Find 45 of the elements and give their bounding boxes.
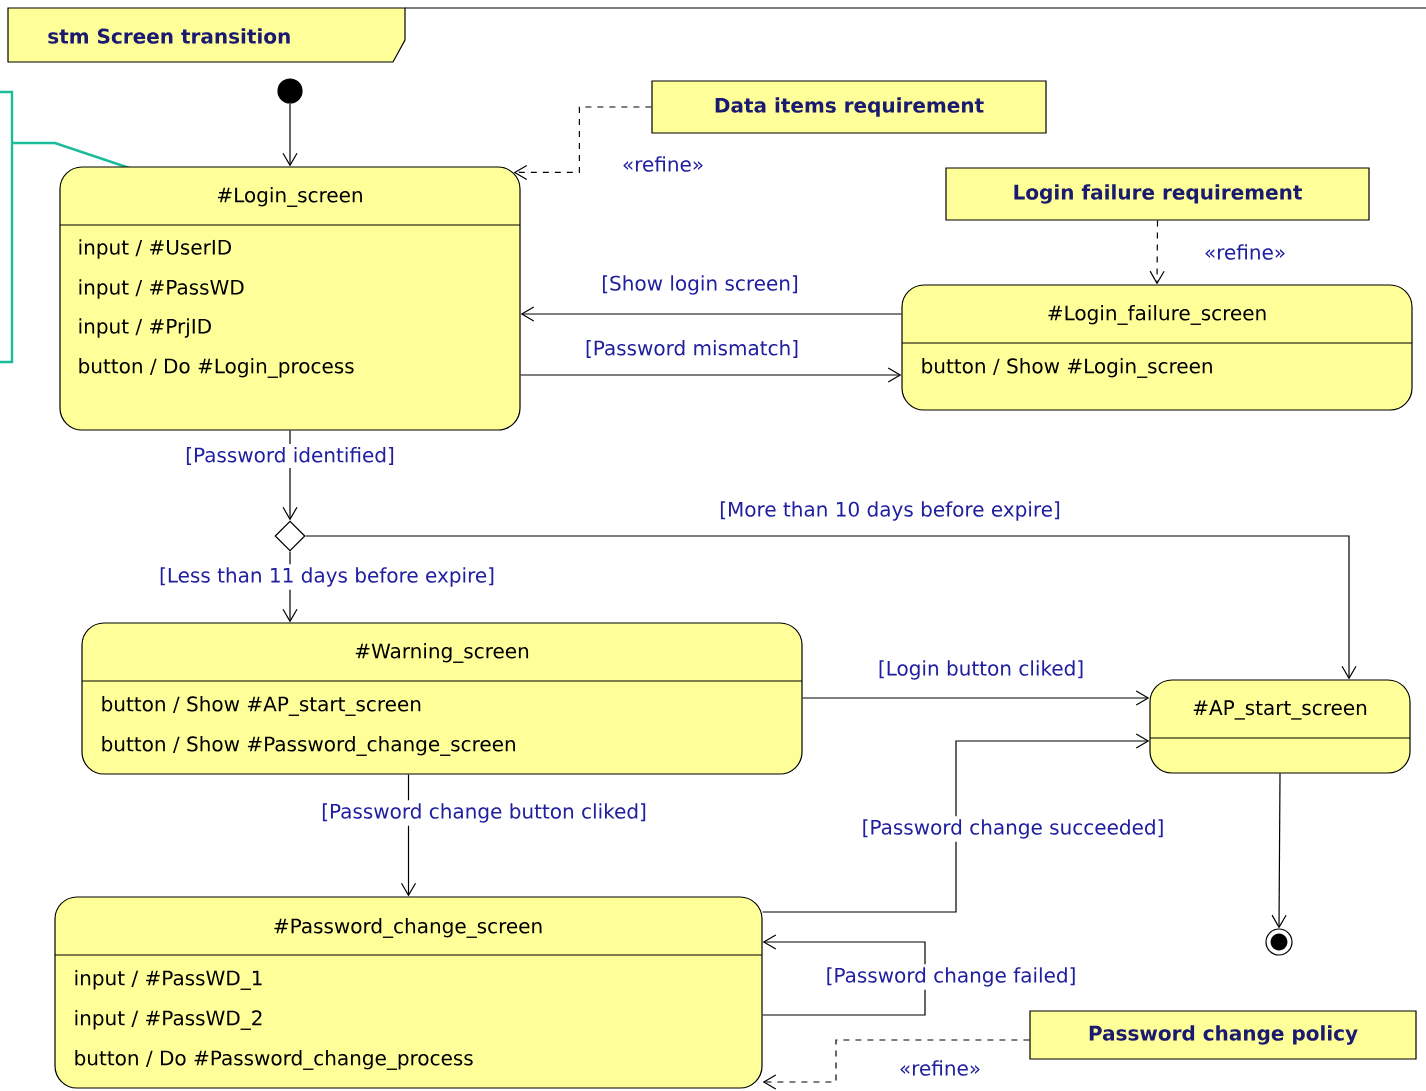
edge-label: [Password identified] <box>182 444 398 468</box>
activity-text: button / Do #Password_change_process <box>75 1050 473 1070</box>
edge-label: [Login button cliked] <box>874 657 1088 683</box>
title-tab: stm Screen transition <box>7 7 406 63</box>
initial-state <box>277 78 303 104</box>
edge-label: [Less than 11 days before expire] <box>156 564 498 590</box>
transition-arrow <box>1271 773 1287 929</box>
transition-arrow <box>282 103 298 167</box>
activity-text: input / #PassWD <box>79 279 244 299</box>
activity-text: input / #PrjID <box>79 318 211 338</box>
dependency-arrow <box>762 1039 1030 1090</box>
activity-text: button / Show #Password_change_screen <box>102 736 515 756</box>
transition-arrow <box>305 535 1357 680</box>
state-name: #AP_start_screen <box>1193 700 1367 720</box>
transition-arrow <box>520 367 902 383</box>
edge-label: [Password change succeeded] <box>858 816 1168 842</box>
activity-text: input / #UserID <box>79 239 231 259</box>
edge-label: «refine» <box>618 153 708 175</box>
edge-label: [Password mismatch] <box>581 337 803 361</box>
note-box: Password change policy <box>1029 1010 1417 1060</box>
activity-text: button / Do #Login_process <box>79 358 354 378</box>
state-name: #Login_screen <box>217 187 362 207</box>
note-box: Data items requirement <box>651 80 1047 134</box>
dependency-arrow <box>513 106 652 180</box>
edge-label: «refine» <box>895 1057 985 1079</box>
note-box: Login failure requirement <box>945 167 1370 221</box>
edge-label: [Password change failed] <box>822 964 1080 990</box>
transition-arrow <box>520 306 902 322</box>
activity-text: button / Show #Login_screen <box>922 358 1212 378</box>
transition-arrow <box>762 934 926 1016</box>
state-name: #Warning_screen <box>355 643 529 663</box>
dependency-arrow <box>1149 220 1165 285</box>
edge-label: «refine» <box>1200 241 1290 263</box>
activity-text: input / #PassWD_2 <box>75 1010 262 1030</box>
transition-arrow <box>762 733 1150 913</box>
edge-label: [Password change button cliked] <box>318 800 650 826</box>
edge-label: [Show login screen] <box>598 272 802 298</box>
edge-label: [More than 10 days before expire] <box>716 498 1064 524</box>
final-state <box>1265 928 1293 956</box>
activity-text: button / Show #AP_start_screen <box>102 696 421 716</box>
state-name: #Login_failure_screen <box>1048 305 1266 325</box>
state-name: #Password_change_screen <box>274 918 542 938</box>
activity-text: input / #PassWD_1 <box>75 970 262 990</box>
decision-diamond <box>274 520 306 552</box>
transition-arrow <box>802 690 1150 706</box>
